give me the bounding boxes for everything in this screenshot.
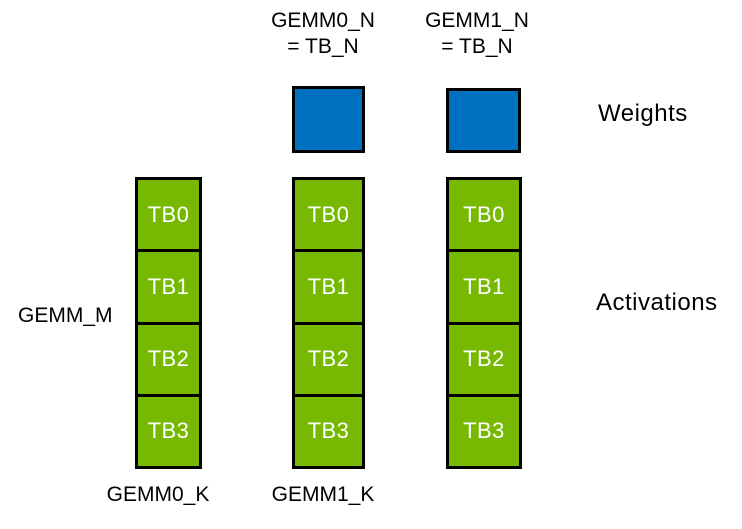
tb-block: TB2 (138, 321, 199, 394)
gemm1-n-header-line1: GEMM1_N (425, 9, 529, 32)
gemm0-n-header: GEMM0_N = TB_N (253, 8, 393, 60)
tb-block: TB0 (295, 180, 362, 250)
tb-block: TB2 (449, 321, 519, 394)
activation-stack-0: TB0 TB1 TB2 TB3 (135, 177, 202, 469)
gemm0-n-header-line2: = TB_N (287, 35, 359, 58)
tb-block: TB1 (138, 249, 199, 322)
gemm1-n-header: GEMM1_N = TB_N (407, 8, 547, 60)
tb-block: TB3 (449, 393, 519, 466)
gemm0-n-header-line1: GEMM0_N (271, 9, 375, 32)
gemm-m-label: GEMM_M (18, 304, 113, 327)
gemm1-k-label: GEMM1_K (271, 483, 375, 506)
tb-block: TB2 (295, 321, 362, 394)
tb-block: TB0 (449, 180, 519, 250)
tb-block: TB1 (449, 249, 519, 322)
gemm1-weight-block (446, 88, 521, 153)
activation-stack-1: TB0 TB1 TB2 TB3 (292, 177, 365, 469)
tb-block: TB3 (295, 393, 362, 466)
tb-block: TB0 (138, 180, 199, 250)
weights-label: Weights (598, 100, 688, 127)
gemm0-k-label: GEMM0_K (106, 483, 210, 506)
tb-block: TB1 (295, 249, 362, 322)
tb-block: TB3 (138, 393, 199, 466)
activations-label: Activations (596, 289, 718, 316)
gemm1-n-header-line2: = TB_N (441, 35, 513, 58)
activation-stack-2: TB0 TB1 TB2 TB3 (446, 177, 522, 469)
gemm0-weight-block (292, 86, 365, 153)
